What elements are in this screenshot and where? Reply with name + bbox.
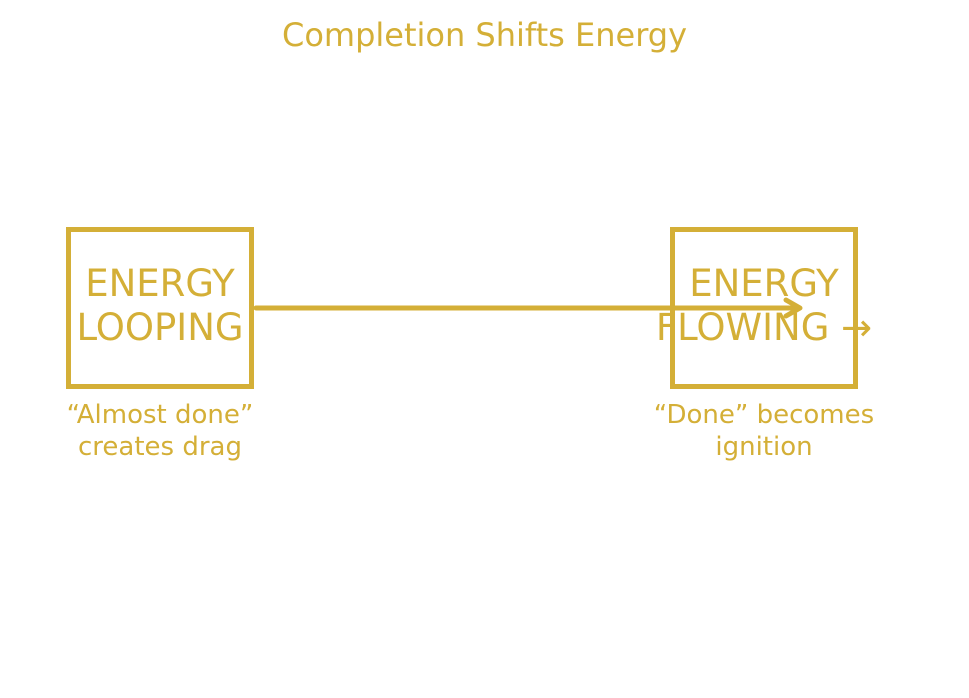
energy-flowing-caption-line1: “Done” becomes <box>653 400 875 430</box>
energy-looping-label: ENERGY LOOPING <box>30 262 290 350</box>
energy-flowing-caption: “Done” becomes ignition <box>624 399 904 463</box>
diagram-title: Completion Shifts Energy <box>281 16 688 54</box>
energy-looping-caption-line1: “Almost done” <box>66 400 254 430</box>
energy-looping-caption-line2: creates drag <box>78 432 242 462</box>
energy-looping-line2: LOOPING <box>76 306 244 349</box>
energy-looping-caption: “Almost done” creates drag <box>20 399 300 463</box>
energy-flowing-box <box>670 227 858 389</box>
energy-looping-line1: ENERGY <box>85 262 235 305</box>
energy-flowing-line1: ENERGY <box>689 262 839 305</box>
energy-flowing-line2: FLOWING → <box>655 306 873 349</box>
energy-looping-box <box>66 227 254 389</box>
arrow-right-icon <box>783 297 803 319</box>
energy-flowing-label: ENERGY FLOWING → <box>634 262 894 350</box>
energy-flowing-caption-line2: ignition <box>715 432 813 462</box>
